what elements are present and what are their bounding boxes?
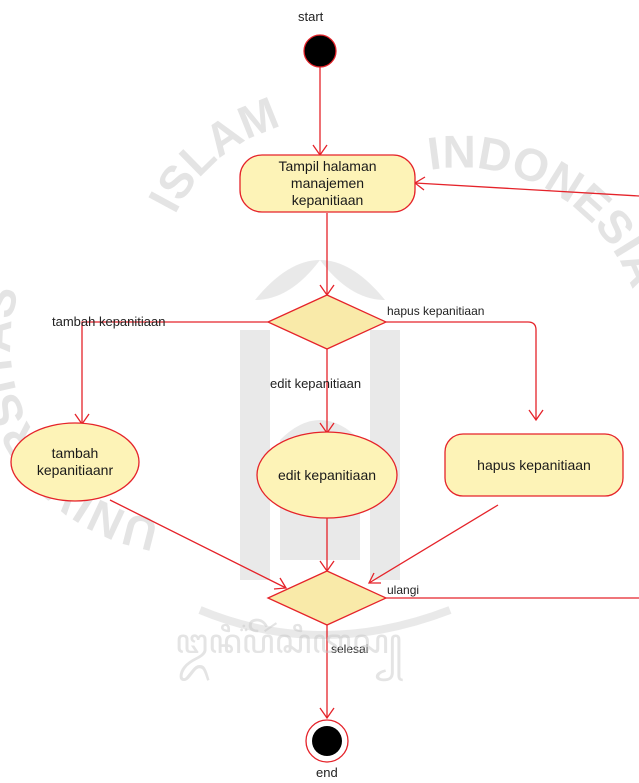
tampil-line-2: manajemen xyxy=(290,175,365,192)
watermark-bottom-script: ꦈꦤꦶꦥ꦳ꦼꦂꦱꦶꦠꦱ꧀ xyxy=(175,623,403,661)
action-edit-text: edit kepanitiaan xyxy=(257,432,397,518)
arrowhead xyxy=(367,572,381,584)
edge-label-hapus: hapus kepanitiaan xyxy=(387,304,485,318)
arrowhead xyxy=(273,577,288,590)
edit-line-1: edit kepanitiaan xyxy=(277,466,377,483)
arrowhead xyxy=(528,409,544,422)
action-edit xyxy=(256,431,398,519)
hapus-line-1: hapus kepanitiaan xyxy=(477,456,591,473)
nodes xyxy=(10,34,624,763)
action-tambah-text: tambah kepanitiaanr xyxy=(11,423,139,501)
tampil-line-1: Tampil halaman xyxy=(278,158,377,175)
decision-menu xyxy=(266,294,388,350)
end-node xyxy=(312,726,342,756)
tampil-line-3: kepanitiaan xyxy=(291,191,364,208)
start-node xyxy=(303,34,337,68)
edge-label-ulangi: ulangi xyxy=(387,583,420,597)
action-hapus-text: hapus kepanitiaan xyxy=(445,434,623,496)
tambah-line-1: tambah xyxy=(51,445,99,462)
start-label: start xyxy=(298,9,324,24)
edge-label-edit: edit kepanitiaan xyxy=(270,376,362,391)
edge-tambah-to-merge xyxy=(109,499,287,589)
action-tampil xyxy=(239,154,416,213)
edge-label-tambah: tambah kepanitiaan xyxy=(52,314,166,329)
tambah-line-2: kepanitiaanr xyxy=(36,462,114,478)
action-hapus xyxy=(444,433,624,497)
edge-decision-to-tambah xyxy=(81,321,268,424)
arrowhead xyxy=(319,707,335,720)
action-tambah xyxy=(10,422,140,502)
action-tampil-text: Tampil halaman manajemen kepanitiaan xyxy=(240,155,415,212)
watermark-text-right: INDONESIA xyxy=(424,125,639,294)
edge-decision-to-hapus xyxy=(386,321,537,420)
edge-label-selesai: selesai xyxy=(331,642,369,656)
end-label: end xyxy=(316,765,338,780)
edge-loop-return xyxy=(414,182,639,197)
edge-hapus-to-merge xyxy=(368,504,499,584)
decision-merge xyxy=(266,570,388,626)
